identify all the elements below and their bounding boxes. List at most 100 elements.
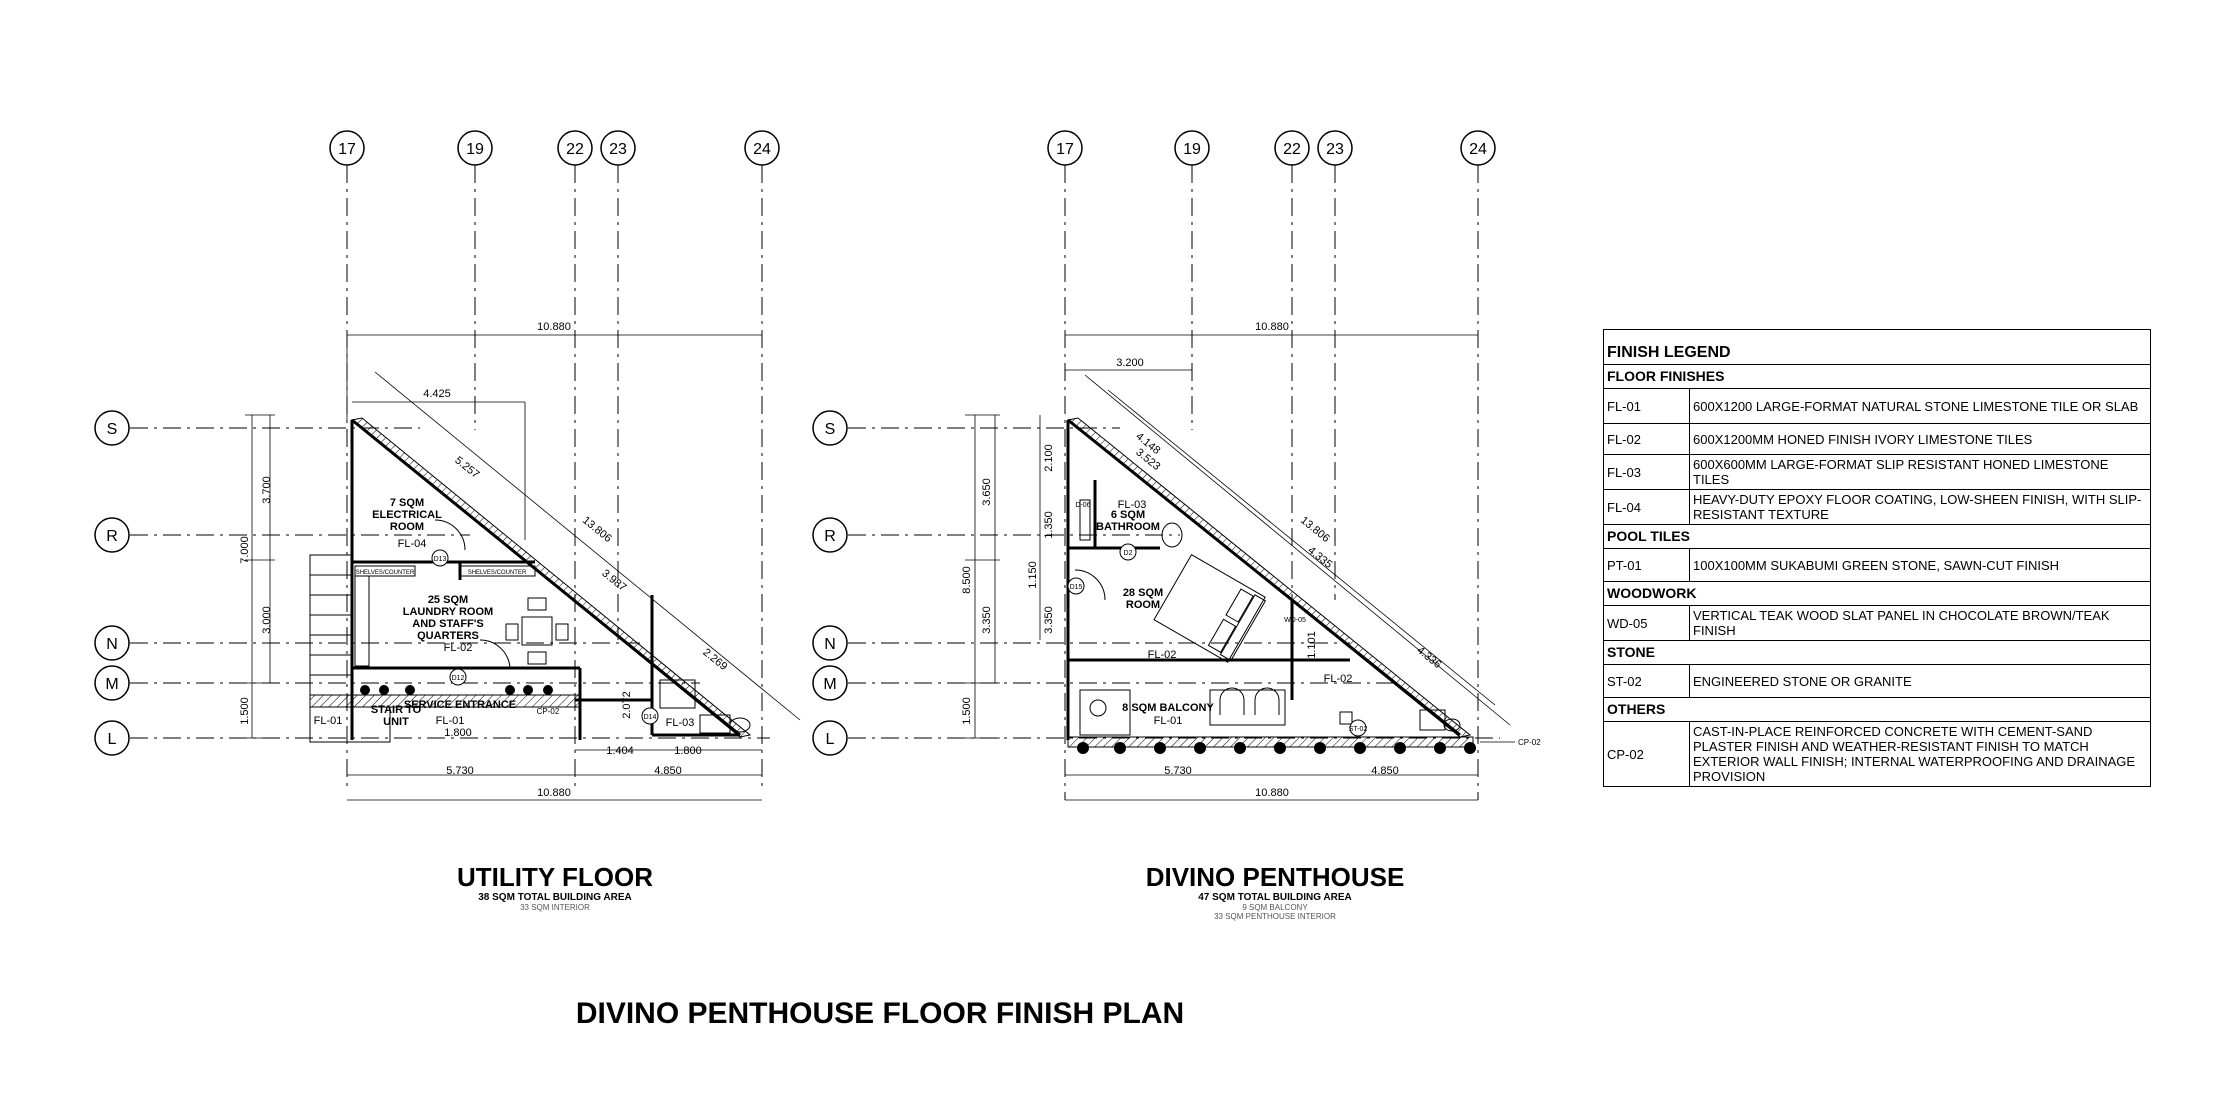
dimension-text: 1.800 [674,745,702,757]
legend-section-name: WOODWORK [1607,585,1697,601]
legend-desc: 600X600MM LARGE-FORMAT SLIP RESISTANT HO… [1693,457,2109,487]
door-tag: D-06 [1075,502,1090,509]
dimension-text: 10.880 [537,787,571,799]
dimension-text: 2.072 [621,691,633,719]
door-tag: D12 [452,675,465,682]
legend-code: CP-02 [1604,722,1690,786]
finish-tag: ST-02 [1349,726,1368,733]
grid-label: 19 [1183,141,1201,158]
dimension-text: 1.101 [1306,631,1318,659]
penthouse-area: 47 SQM TOTAL BUILDING AREA [1198,892,1352,903]
legend-section: FLOOR FINISHES [1604,365,2150,389]
grid-label: 17 [1056,141,1074,158]
room-label: 25 SQM [428,594,468,606]
finish-tag: FL-03 [1118,499,1147,511]
legend-desc: CAST-IN-PLACE REINFORCED CONCRETE WITH C… [1693,724,2136,784]
annotation: SHELVES/COUNTER [356,570,415,576]
dimension-text: 1.800 [444,727,472,739]
dimension-text: 10.880 [1255,321,1289,333]
dimension-text: 3.987 [599,567,628,594]
dimension-text: 13.806 [580,514,614,545]
dimension-text: 4.335 [1305,544,1334,571]
legend-section-name: FLOOR FINISHES [1607,368,1725,384]
dimension-text: 3.350 [981,606,993,634]
grid-label: 17 [338,141,356,158]
grid-label: S [825,421,836,438]
door-tag: D2 [1124,550,1133,557]
grid-label: M [105,676,118,693]
legend-desc: 600X1200MM HONED FINISH IVORY LIMESTONE … [1693,431,2033,447]
dimension-text: 3.000 [261,606,273,634]
dimension-text: 1.404 [606,745,634,757]
dimension-text: 3.700 [261,476,273,504]
dimension-text: 1.500 [961,697,973,725]
legend-desc: ENGINEERED STONE OR GRANITE [1693,673,1912,689]
dimension-text: 1.350 [1043,511,1055,539]
grid-label: 22 [566,141,584,158]
grid-label: S [107,421,118,438]
legend-desc: HEAVY-DUTY EPOXY FLOOR COATING, LOW-SHEE… [1693,492,2142,522]
grid-label: 24 [753,141,771,158]
dimension-text: 4.850 [654,765,682,777]
utility-floor-title: UTILITY FLOOR [457,862,653,892]
dimension-text: 10.880 [537,321,571,333]
dimension-text: 13.806 [1298,514,1332,545]
dimension-text: 2.100 [1043,444,1055,472]
legend-desc: 100X100MM SUKABUMI GREEN STONE, SAWN-CUT… [1693,557,2059,573]
grid-label: 23 [609,141,627,158]
dimension-text: 3.650 [981,478,993,506]
grid-label: N [824,636,836,653]
grid-label: 23 [1326,141,1344,158]
finish-tag: CP-02 [1518,738,1541,747]
grid-label: 19 [466,141,484,158]
dimension-text: 3.350 [1043,606,1055,634]
dimension-text: 1.150 [1027,561,1039,589]
room-label: 8 SQM BALCONY [1122,702,1214,714]
finish-tag: FL-03 [666,717,695,729]
utility-floor-plan: 17 19 22 23 24 S R N M L [94,130,801,801]
legend-section-name: POOL TILES [1607,528,1690,544]
legend-code: FL-01 [1604,389,1690,423]
finish-tag: FL-01 [314,715,343,727]
grid-label: R [106,528,118,545]
legend-section-name: STONE [1607,644,1655,660]
grid-label: 24 [1469,141,1487,158]
finish-tag: CP-02 [537,707,560,716]
room-label: ELECTRICAL [372,509,442,521]
legend-code: FL-03 [1604,455,1690,489]
legend-section: OTHERS [1604,698,2150,722]
annotation: SHELVES/COUNTER [468,570,527,576]
legend-section-name: OTHERS [1607,701,1666,717]
dimension-text: 5.730 [446,765,474,777]
door-tag: D13 [434,556,447,563]
legend-code: FL-04 [1604,490,1690,524]
dimension-text: 4.850 [1371,765,1399,777]
finish-tag: FL-01 [436,715,465,727]
legend-section: WOODWORK [1604,582,2150,606]
finish-tag: WD-05 [1284,617,1306,624]
grid-label: L [826,731,835,748]
penthouse-title: DIVINO PENTHOUSE [1145,862,1405,892]
dimension-text: 4.425 [423,388,451,400]
room-label: 28 SQM [1123,587,1163,599]
legend-code: WD-05 [1604,606,1690,640]
grid-label: L [108,731,117,748]
legend-code: ST-02 [1604,665,1690,697]
room-label: 6 SQM [1111,509,1145,521]
dimension-text: 3.200 [1116,357,1144,369]
dimension-text: 5.257 [452,454,481,481]
room-label: QUARTERS [417,630,479,642]
legend-title: FINISH LEGEND [1604,330,2150,365]
legend-section: STONE [1604,641,2150,665]
room-label: ROOM [1126,599,1160,611]
